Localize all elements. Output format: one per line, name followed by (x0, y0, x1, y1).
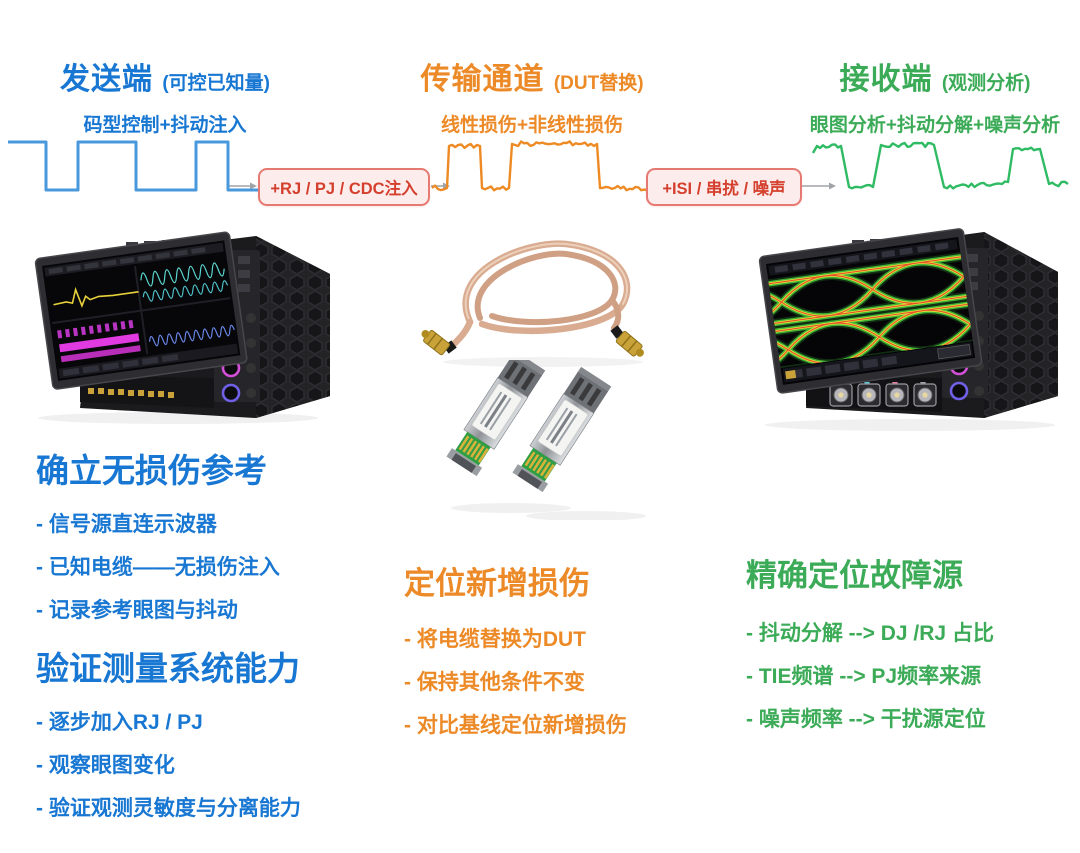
bullet-item: - 已知电缆——无损伤注入 (36, 556, 280, 579)
bnc-connector (913, 382, 937, 407)
blue-noisy-trace (148, 324, 235, 347)
sma-coax-cable (421, 240, 644, 367)
bullet-item: - 观察眼图变化 (36, 754, 175, 777)
sma-connector-left (421, 329, 457, 356)
screen (758, 228, 983, 394)
injection-label-rj-pj-cdc: +RJ / PJ / CDC注入 (258, 168, 430, 206)
bullet-item: - 抖动分解 --> DJ /RJ 占比 (746, 622, 994, 645)
stage-subtitle: 眼图分析+抖动分解+噪声分析 (809, 115, 1061, 136)
yellow-trace (53, 286, 139, 309)
injection-label-isi-xtalk-noise: +ISI / 串扰 / 噪声 (646, 168, 802, 206)
front-connector-strip (80, 376, 214, 408)
bullet-item: - 记录参考眼图与抖动 (36, 599, 238, 622)
panel-verify-system: 验证测量系统能力 - 逐步加入RJ / PJ - 观察眼图变化 - 验证观测灵敏… (36, 642, 406, 835)
panel-locate-impairment: 定位新增损伤 - 将电缆替换为DUT - 保持其他条件不变 - 对比基线定位新增… (404, 558, 744, 752)
bullet-item: - 逐步加入RJ / PJ (36, 711, 203, 734)
cyan-trace (140, 262, 225, 287)
oscilloscope-transmitter (34, 231, 330, 424)
clean-square-wave (8, 140, 258, 192)
signal-flow-waveforms (8, 140, 1069, 192)
stage-title: 接收端 (观测分析) (780, 54, 1080, 98)
sfp-transceiver-pair (446, 360, 646, 520)
stage-receiver: 接收端 (观测分析) 眼图分析+抖动分解+噪声分析 (780, 54, 1080, 137)
eye-diagram (767, 252, 973, 368)
stage-subtitle: 线性损伤+非线性损伤 (440, 115, 624, 136)
panel-title: 确立无损伤参考 (36, 452, 267, 489)
panel-pinpoint-fault-source: 精确定位故障源 - 抖动分解 --> DJ /RJ 占比 - TIE频谱 -->… (746, 550, 1080, 746)
bnc-connector (885, 382, 909, 407)
stage-qualifier: (观测分析) (941, 73, 1031, 94)
shadow (443, 357, 643, 367)
stage-subtitle: 码型控制+抖动注入 (83, 115, 247, 136)
stage-qualifier: (可控已知量) (162, 73, 270, 94)
bullet-item: - 将电缆替换为DUT (404, 628, 586, 651)
panel-title: 精确定位故障源 (746, 558, 963, 593)
sfp-module (512, 366, 612, 493)
bullet-item: - TIE频谱 --> PJ频率来源 (746, 665, 982, 688)
gold-pins (524, 451, 555, 479)
bullet-item: - 对比基线定位新增损伤 (404, 714, 627, 737)
oscilloscope-receiver (758, 228, 1058, 431)
hex-vent (256, 236, 330, 418)
bullet-item: - 噪声频率 --> 干扰源定位 (746, 708, 986, 731)
injection-text: +RJ / PJ / CDC注入 (270, 180, 418, 198)
stage-qualifier: (DUT替换) (553, 73, 644, 94)
stage-name: 发送端 (60, 63, 153, 96)
shadow (765, 419, 1055, 431)
gold-pins (458, 435, 489, 463)
panel-title: 定位新增损伤 (404, 566, 590, 601)
stage-name: 接收端 (839, 63, 933, 96)
impaired-received-wave (811, 141, 1069, 190)
stage-name: 传输通道 (420, 63, 545, 96)
magenta-spectrum (57, 319, 141, 363)
panel-baseline-reference: 确立无损伤参考 - 信号源直连示波器 - 已知电缆——无损伤注入 - 记录参考眼… (36, 444, 386, 637)
panel-title: 验证测量系统能力 (36, 650, 300, 687)
bullet-item: - 验证观测灵敏度与分离能力 (36, 797, 301, 820)
stage-transmitter: 发送端 (可控已知量) 码型控制+抖动注入 (0, 54, 330, 137)
stage-title: 发送端 (可控已知量) (0, 54, 330, 98)
bnc-connector (857, 382, 881, 407)
shadow (38, 412, 318, 424)
stage-channel: 传输通道 (DUT替换) 线性损伤+非线性损伤 (372, 54, 692, 137)
cyan-trace (142, 280, 229, 302)
stage-title: 传输通道 (DUT替换) (372, 54, 692, 98)
jittered-square-wave (431, 140, 663, 192)
bullet-item: - 保持其他条件不变 (404, 671, 585, 694)
hex-vent (984, 232, 1058, 418)
screen (34, 231, 248, 390)
sfp-module (446, 360, 546, 477)
bullet-item: - 信号源直连示波器 (36, 513, 217, 536)
cable-loop (450, 240, 631, 348)
sma-connector-right (610, 325, 644, 357)
injection-text: +ISI / 串扰 / 噪声 (662, 180, 786, 198)
